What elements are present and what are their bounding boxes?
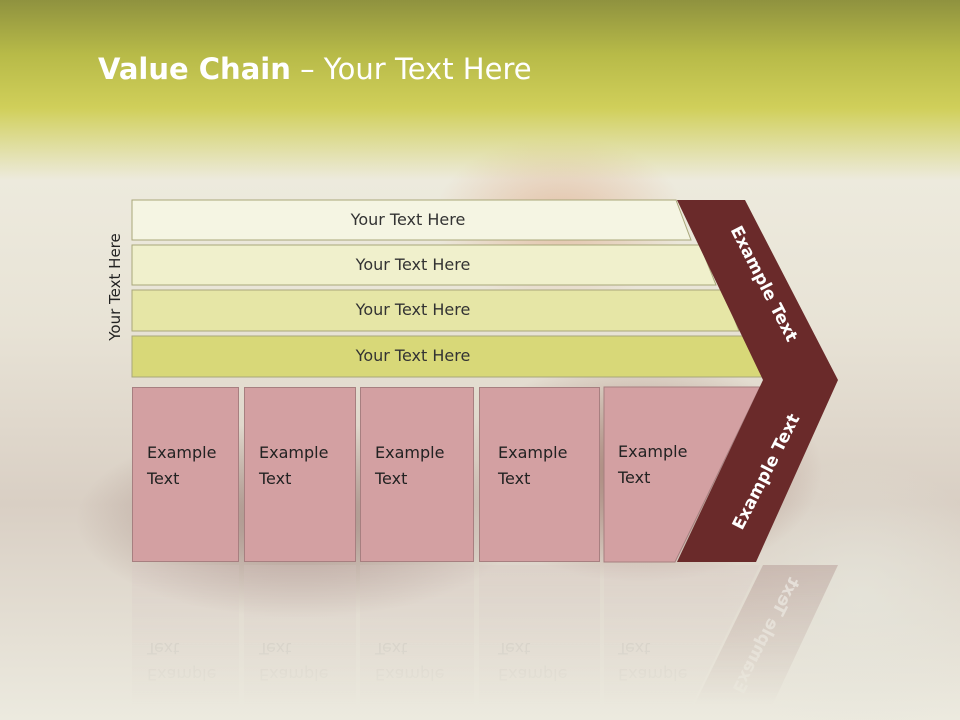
- bar-2-shape: [131, 244, 717, 286]
- bar-3: Your Text Here: [132, 290, 702, 328]
- cell-5-line1: Example: [618, 442, 688, 461]
- cell-2-line1: Example: [259, 443, 329, 462]
- chevron-shape: [677, 200, 838, 562]
- cell-4-line2: Text: [498, 469, 531, 488]
- cell-1-line1: Example: [147, 443, 217, 462]
- bar-2: Your Text Here: [132, 245, 702, 283]
- cell-2-line2: Text: [259, 469, 292, 488]
- cell-4-line1: Example: [498, 443, 568, 462]
- bar-1: Your Text Here: [132, 200, 692, 238]
- cell-5-line2: Text: [618, 468, 651, 487]
- bar-4: Your Text Here: [132, 336, 702, 374]
- bar-3-label: Your Text Here: [355, 299, 471, 319]
- cell-5-shape: [603, 386, 761, 563]
- cell-3-line2: Text: [375, 469, 408, 488]
- header-band: [0, 0, 960, 180]
- bar-4-label: Your Text Here: [355, 345, 471, 365]
- bar-1-shape: [131, 199, 692, 241]
- bar-1-label: Your Text Here: [350, 209, 466, 229]
- title-rest: – Your Text Here: [290, 52, 532, 86]
- bar-2-label: Your Text Here: [355, 254, 471, 274]
- bar-3-shape: [131, 289, 740, 332]
- reflection-shapes: [132, 565, 838, 720]
- cell-3-line1: Example: [375, 443, 445, 462]
- cell-1-line2: Text: [147, 469, 180, 488]
- title-bold: Value Chain: [98, 52, 291, 86]
- slide-title: Value Chain – Your Text Here: [98, 52, 532, 86]
